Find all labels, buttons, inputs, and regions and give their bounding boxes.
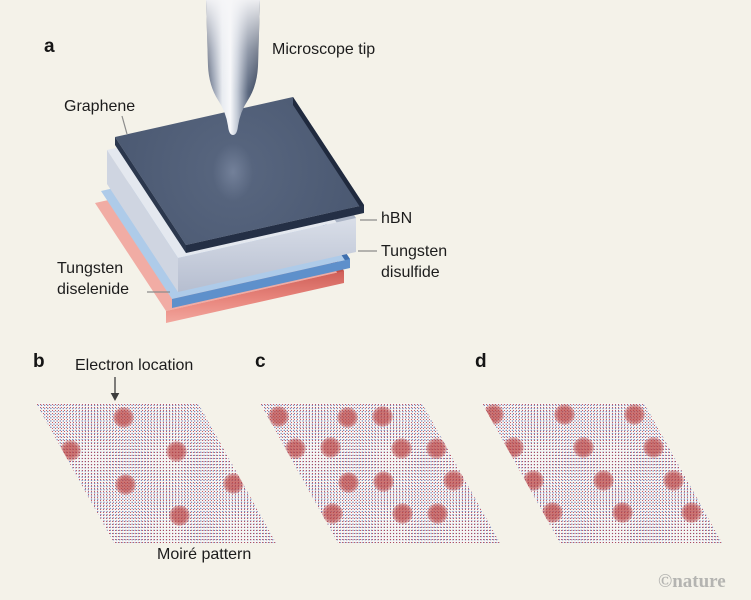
electron-dot	[553, 403, 575, 425]
electron-dot	[371, 405, 393, 427]
electron-dot	[267, 405, 289, 427]
electron-dot	[321, 502, 343, 524]
microscope-tip-highlight	[206, 0, 260, 92]
electron-dot	[680, 501, 702, 523]
electron-dot	[426, 502, 448, 524]
electron-dot	[642, 436, 664, 458]
graphene-left-face	[115, 137, 186, 253]
graphene-label: Graphene	[64, 98, 136, 115]
electron-location-arrow-icon	[110, 377, 120, 401]
electron-dot	[611, 501, 633, 523]
panel-label-b: b	[33, 351, 45, 372]
electron-dot	[662, 469, 684, 491]
hbn-front-face	[178, 218, 356, 292]
electron-dot	[284, 437, 306, 459]
electron-dot	[442, 469, 464, 491]
tungsten-disulfide-label: Tungsten disulfide	[381, 243, 448, 281]
graphene-layer	[115, 97, 364, 253]
electron-dot	[114, 473, 136, 495]
tungsten-disulfide-front-face	[172, 259, 350, 308]
electron-dot	[572, 436, 594, 458]
tip-reflection	[213, 143, 253, 201]
tungsten-diselenide-front-face	[166, 271, 344, 323]
electron-dot	[372, 470, 394, 492]
graphene-right-face	[293, 97, 364, 213]
electron-dot	[425, 437, 447, 459]
panel-label-a: a	[44, 36, 55, 57]
electron-dot	[623, 403, 645, 425]
electron-dot	[112, 406, 134, 428]
electron-dot	[319, 436, 341, 458]
nature-credit: ©nature	[658, 571, 726, 592]
electron-dot	[391, 502, 413, 524]
graphene-leader-line	[121, 115, 128, 135]
microscope-tip-label: Microscope tip	[272, 41, 376, 58]
electron-dot	[337, 471, 359, 493]
electron-location-label: Electron location	[75, 357, 194, 374]
electron-dot	[222, 472, 244, 494]
electron-dot	[541, 501, 563, 523]
electron-dot	[165, 440, 187, 462]
electron-dot	[390, 437, 412, 459]
moire-pattern-panel-b	[36, 403, 276, 543]
graphene-front-face	[186, 205, 364, 253]
electron-dot	[592, 469, 614, 491]
microscope-tip	[206, 0, 260, 135]
panel-label-d: d	[475, 351, 487, 372]
moire-pattern-label: Moiré pattern	[157, 546, 252, 563]
panel-label-c: c	[255, 351, 266, 372]
hbn-left-face	[107, 150, 178, 292]
tungsten-diselenide-label: Tungsten diselenide	[57, 260, 130, 298]
hbn-label: hBN	[381, 210, 413, 227]
leader-lines	[121, 115, 377, 293]
electron-dot	[336, 406, 358, 428]
electron-dot	[168, 504, 190, 526]
